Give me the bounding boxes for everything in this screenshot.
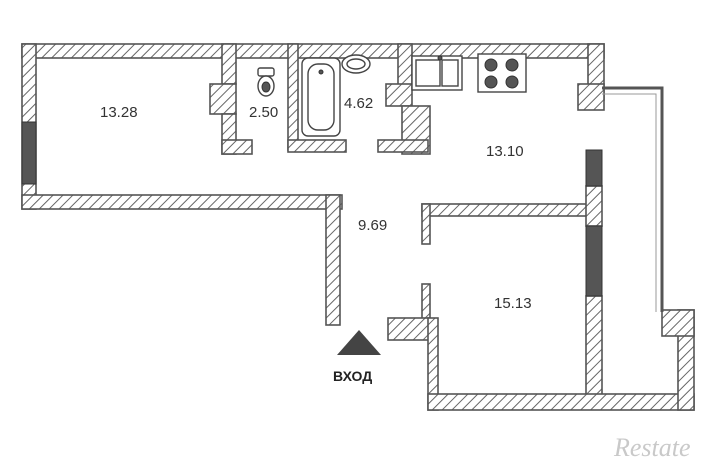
- balcony-inner: [602, 93, 657, 312]
- wall-right-pier: [577, 83, 605, 111]
- wall-bath-right-pier: [385, 83, 413, 107]
- toilet-area: 2.50: [249, 104, 278, 121]
- wall-toilet-bath: [287, 43, 299, 151]
- wall-bath-bottom-right: [377, 139, 429, 153]
- wall-room1-right-top: [221, 43, 237, 85]
- wall-room1-right-pier: [209, 83, 237, 115]
- window-room2: [585, 225, 603, 297]
- toilet-icon: [257, 67, 275, 97]
- room-2-area: 15.13: [494, 295, 532, 312]
- wall-bath-right-top: [397, 43, 413, 91]
- stove-icon: [477, 53, 527, 93]
- wall-bottom: [427, 393, 695, 411]
- room-1-area: 13.28: [100, 104, 138, 121]
- wall-balcony-top: [661, 309, 695, 337]
- wall-room1-bottom: [21, 194, 343, 210]
- wall-right-lower-2: [585, 295, 603, 397]
- wall-kitchen-bottom: [421, 203, 591, 217]
- kitchen-area: 13.10: [486, 143, 524, 160]
- wall-bath-bottom: [287, 139, 347, 153]
- window-room1: [21, 121, 37, 185]
- walls: [21, 43, 695, 411]
- bathroom-area: 4.62: [344, 95, 373, 112]
- entry-arrow-icon: [337, 330, 381, 355]
- kitchen-sink-icon: [411, 55, 463, 91]
- wall-toilet-bottom: [221, 139, 253, 155]
- entry-label: ВХОД: [333, 368, 372, 384]
- wall-hall-left: [325, 194, 341, 326]
- sink-icon: [341, 54, 371, 74]
- hall-area: 9.69: [358, 217, 387, 234]
- wall-right-lower: [585, 185, 603, 227]
- wall-hall-right-top: [421, 203, 431, 245]
- wall-hall-right-low: [421, 283, 431, 321]
- wall-entry-stub: [387, 317, 431, 341]
- balcony-outline: [602, 86, 664, 312]
- watermark: Restate: [613, 433, 691, 462]
- window-kitchen: [585, 149, 603, 187]
- bathtub-icon: [301, 57, 341, 137]
